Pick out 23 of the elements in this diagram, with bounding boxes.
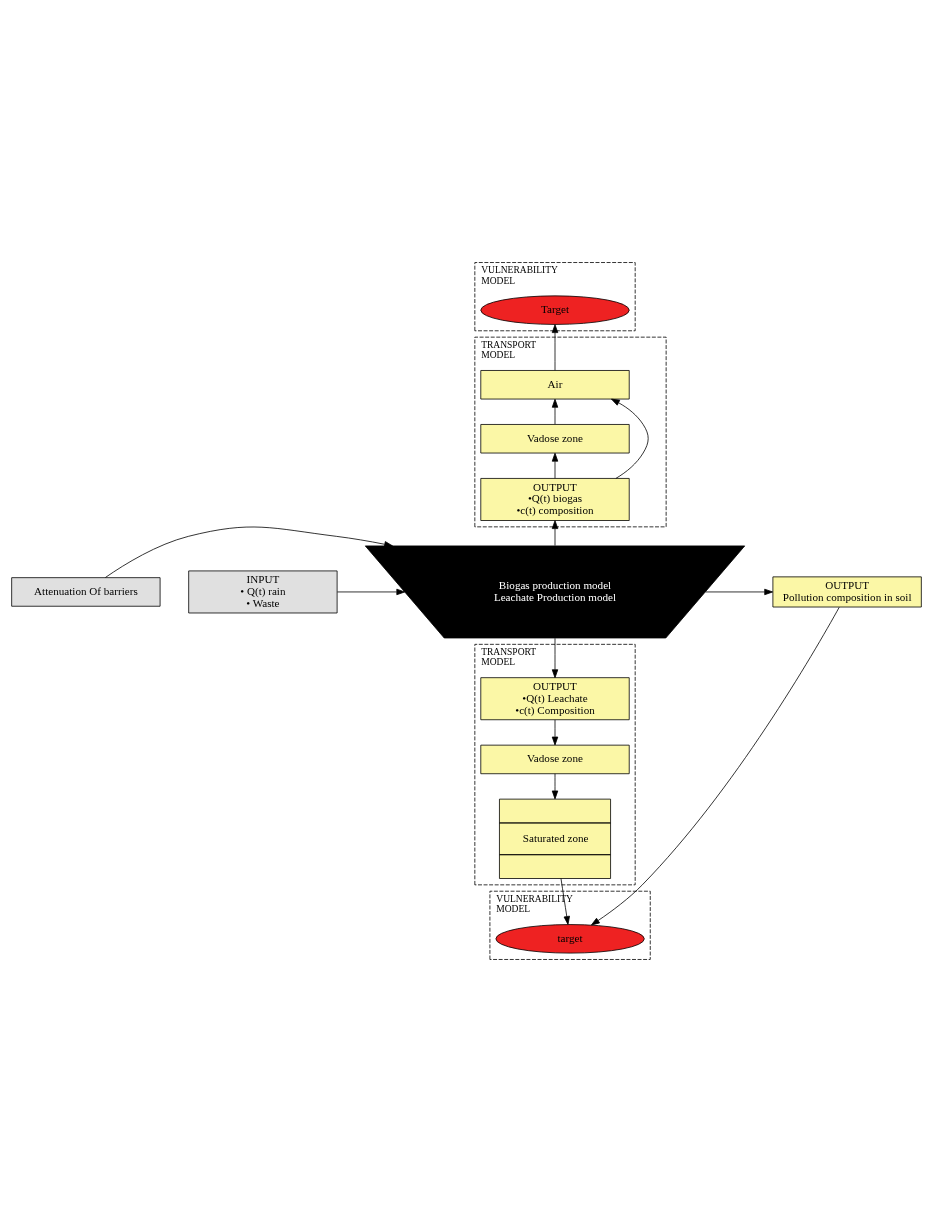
node-box: Vadose zone [480,744,630,774]
node-box: Air [480,369,630,399]
arrow [551,772,559,799]
arrow [704,588,774,595]
arrow [336,588,406,595]
node-box: INPUT • Q(t) rain • Waste [188,570,338,613]
node-box: OUTPUT Pollution composition in soil [772,575,922,607]
arrow [551,637,559,678]
node-box: Vadose zone [480,423,630,453]
node-box: Attenuation Of barriers [11,576,161,607]
arrow [611,398,649,479]
arrow [551,398,559,424]
node-box: OUTPUT •Q(t) biogas •c(t) composition [480,477,630,521]
arrow [105,526,393,578]
arrow [560,877,570,925]
arrow [551,452,559,479]
arrow [551,323,559,371]
node-ellipse: Target [480,294,630,325]
arrow [551,519,559,546]
node-ellipse: target [495,923,645,953]
arrow [551,718,559,745]
arrow [591,606,840,925]
node-box: OUTPUT •Q(t) Leachate •c(t) Composition [480,676,630,720]
